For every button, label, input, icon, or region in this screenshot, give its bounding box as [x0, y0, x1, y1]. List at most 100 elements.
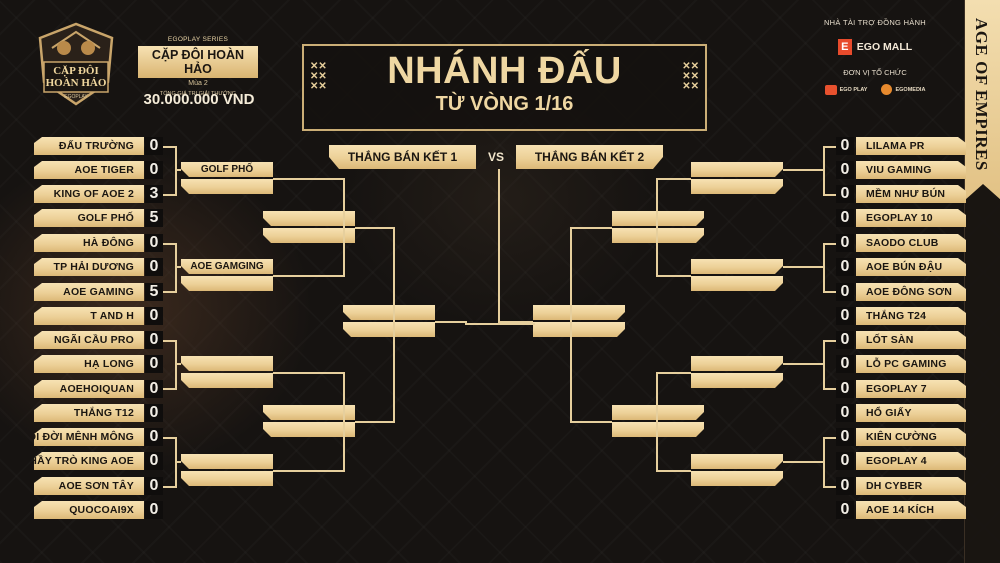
match-slot[interactable] [612, 211, 704, 226]
team-slot[interactable]: TP HẢI DƯƠNG [34, 258, 144, 276]
bracket-connector [823, 340, 825, 390]
match-slot[interactable] [691, 162, 783, 177]
event-logo: CẶP ĐÔI HOÀN HẢO EGOPLAY [38, 22, 114, 106]
match-slot[interactable] [343, 305, 435, 320]
match-slot[interactable] [533, 305, 625, 320]
match-slot[interactable] [691, 276, 783, 291]
match-slot[interactable] [343, 322, 435, 337]
bracket-connector [273, 275, 343, 277]
match-slot[interactable] [181, 471, 273, 486]
team-slot[interactable]: AOE SƠN TÂY [34, 477, 144, 495]
team-slot[interactable]: LỐT SÀN [856, 331, 966, 349]
bracket-connector [498, 169, 500, 323]
match-slot[interactable] [612, 422, 704, 437]
team-slot[interactable]: T AND H [34, 307, 144, 325]
team-slot[interactable]: EGOPLAY 4 [856, 452, 966, 470]
game-brand-label: AGE OF EMPIRES [972, 18, 991, 171]
match-slot[interactable] [691, 356, 783, 371]
match-slot[interactable] [263, 228, 355, 243]
match-slot[interactable] [533, 322, 625, 337]
team-slot[interactable]: MỀM NHƯ BÚN [856, 185, 966, 203]
team-slot[interactable]: AOE ĐÔNG SƠN [856, 283, 966, 301]
match-slot[interactable] [691, 373, 783, 388]
match-slot[interactable] [691, 471, 783, 486]
bracket-connector [273, 470, 343, 472]
team-slot[interactable]: HỔ GIẤY [856, 404, 966, 422]
match-slot[interactable] [181, 454, 273, 469]
match-slot[interactable] [691, 179, 783, 194]
page-title: NHÁNH ĐẤU [387, 50, 622, 92]
bracket-connector [175, 266, 181, 268]
bracket-connector [500, 321, 533, 323]
team-slot[interactable]: 2 THẦY TRÒ KING AOE [34, 452, 144, 470]
organizer-heading: ĐƠN VỊ TỔ CHỨC [843, 68, 907, 77]
team-slot[interactable]: LILAMA PR [856, 137, 966, 155]
egomall-logo: E EGO MALL [835, 37, 915, 57]
bracket-connector [823, 243, 836, 245]
team-slot[interactable]: SAODO CLUB [856, 234, 966, 252]
match-slot[interactable]: AOE GAMGING [181, 259, 273, 274]
egoplay-logo: EGO PLAY [824, 84, 867, 95]
team-slot[interactable]: HẠ LONG [34, 355, 144, 373]
team-slot[interactable]: VIU GAMING [856, 161, 966, 179]
event-series: EGOPLAY SERIES CẶP ĐÔI HOÀN HẢO Mùa 2 TỔ… [138, 36, 258, 97]
team-slot[interactable]: EGOPLAY 10 [856, 209, 966, 227]
team-slot[interactable]: DH CYBER [856, 477, 966, 495]
bracket-connector [823, 243, 825, 293]
team-score: 0 [836, 209, 854, 227]
bracket-connector [823, 194, 836, 196]
team-slot[interactable]: NGÃI CẦU PRO [34, 331, 144, 349]
bracket-connector [783, 363, 823, 365]
bracket-connector [570, 227, 572, 423]
bracket-connector [656, 372, 691, 374]
match-box [533, 305, 625, 337]
match-box [691, 162, 783, 194]
match-slot[interactable] [181, 179, 273, 194]
bracket-connector [175, 363, 181, 365]
match-slot[interactable] [691, 454, 783, 469]
team-slot[interactable]: GOLF PHỐ [34, 209, 144, 227]
match-slot[interactable] [181, 276, 273, 291]
team-slot[interactable]: QUOCOAI9X [34, 501, 144, 519]
team-score: 0 [836, 355, 854, 373]
egoplay-icon [824, 84, 837, 95]
team-slot[interactable]: AOE TIGER [34, 161, 144, 179]
team-slot[interactable]: LỖ PC GAMING [856, 355, 966, 373]
team-slot[interactable]: HÀ ĐÔNG [34, 234, 144, 252]
bracket-connector [393, 227, 395, 423]
page-subtitle: TỪ VÒNG 1/16 [435, 93, 574, 115]
bracket-connector [656, 178, 691, 180]
team-slot[interactable]: AOE BÚN ĐẬU [856, 258, 966, 276]
bracket-connector [823, 146, 836, 148]
team-slot[interactable]: AOEHOIQUAN [34, 380, 144, 398]
egomedia-logo: EGOMEDIA [881, 84, 925, 95]
match-slot[interactable] [263, 211, 355, 226]
bracket-connector [656, 470, 691, 472]
match-slot[interactable] [691, 259, 783, 274]
match-slot[interactable] [612, 228, 704, 243]
bracket-connector [175, 340, 177, 390]
team-slot[interactable]: AOE GAMING [34, 283, 144, 301]
bracket-connector [465, 321, 467, 323]
team-slot[interactable]: TUỔI ĐỜI MÊNH MÔNG [34, 428, 144, 446]
match-slot[interactable] [263, 405, 355, 420]
team-slot[interactable]: AOE 14 KÍCH [856, 501, 966, 519]
team-slot[interactable]: KING OF AOE 2 [34, 185, 144, 203]
team-slot[interactable]: KIÊN CƯỜNG [856, 428, 966, 446]
match-box [263, 211, 355, 243]
match-box [691, 259, 783, 291]
team-score: 0 [836, 258, 854, 276]
match-slot[interactable]: GOLF PHỐ [181, 162, 273, 177]
match-slot[interactable] [612, 405, 704, 420]
team-slot[interactable]: THẮNG T12 [34, 404, 144, 422]
team-slot[interactable]: THẮNG T24 [856, 307, 966, 325]
match-box: AOE GAMGING [181, 259, 273, 291]
match-slot[interactable] [263, 422, 355, 437]
bracket-connector [163, 146, 175, 148]
team-score: 0 [836, 137, 854, 155]
match-slot[interactable] [181, 356, 273, 371]
team-score: 0 [145, 137, 163, 155]
team-slot[interactable]: EGOPLAY 7 [856, 380, 966, 398]
match-slot[interactable] [181, 373, 273, 388]
team-slot[interactable]: ĐẤU TRƯỜNG [34, 137, 144, 155]
